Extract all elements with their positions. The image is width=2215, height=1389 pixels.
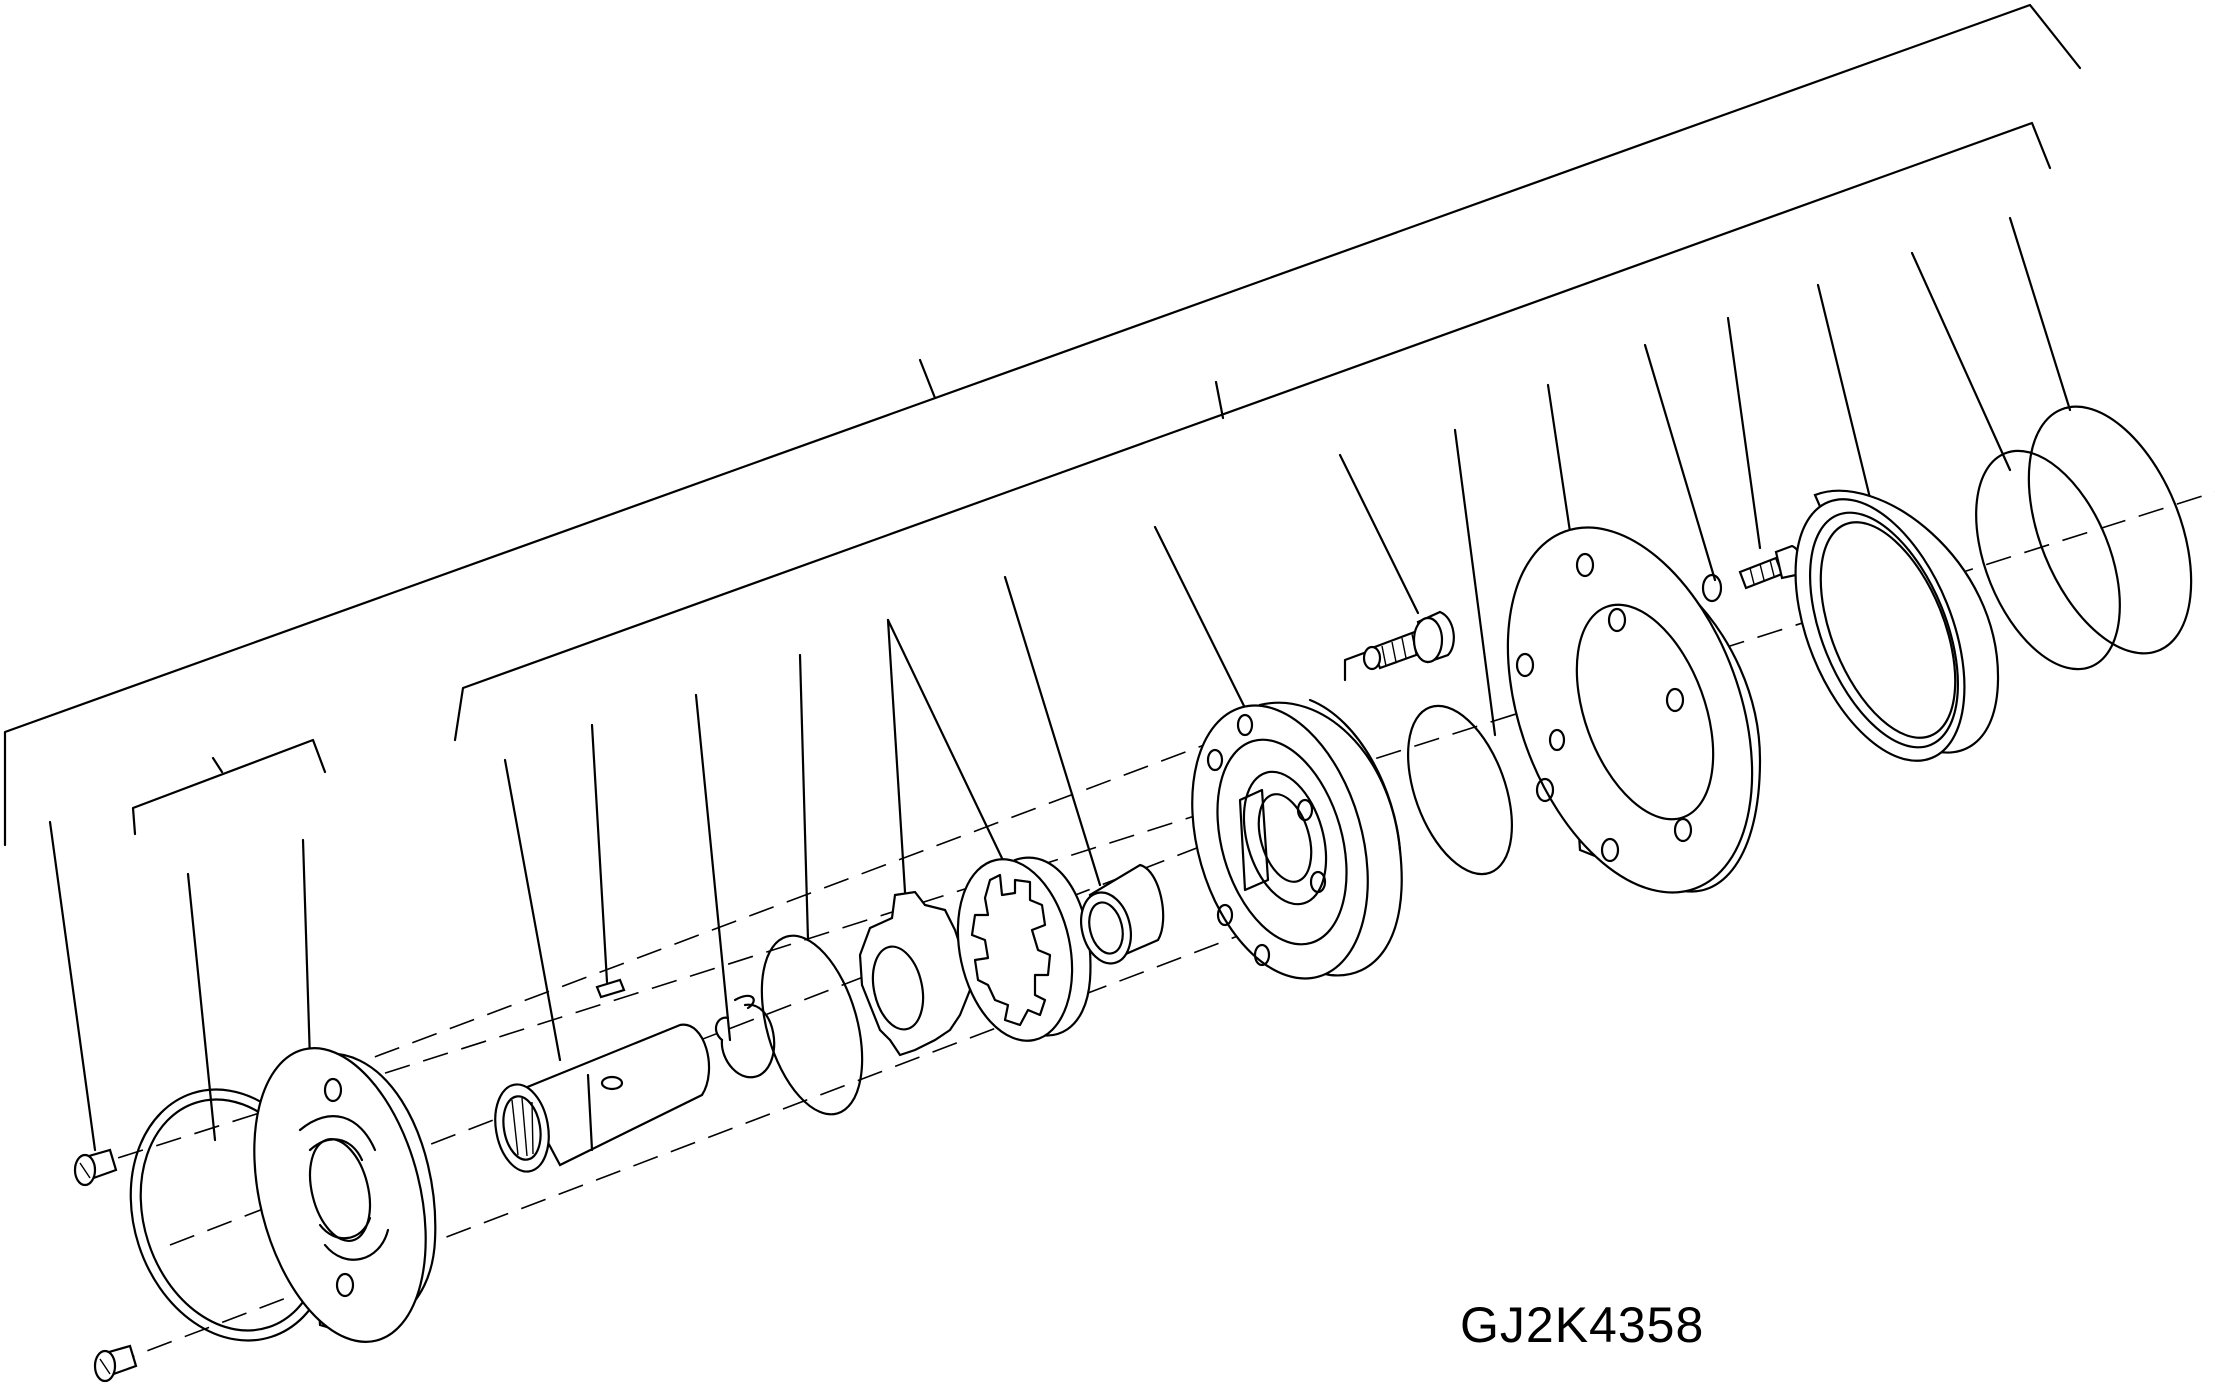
star-gear — [858, 890, 972, 1057]
ring-gear — [956, 856, 1092, 1042]
flat-gasket — [760, 934, 864, 1116]
seal-retainer-ring — [1794, 489, 2000, 762]
countersunk-screw-lower — [93, 1344, 138, 1383]
socket-head-bolt-middle — [1362, 610, 1455, 671]
mounting-flange — [1506, 526, 1762, 894]
drawing-code-label: GJ2K4358 — [1460, 1297, 1705, 1353]
bushing-sleeve — [1080, 863, 1165, 965]
socket-head-bolt-right — [1738, 544, 1802, 590]
assembly-bracket-inner — [453, 121, 2052, 742]
thin-gasket-right-2 — [2027, 405, 2193, 655]
thin-gasket-middle — [1406, 704, 1514, 876]
leader-lines — [48, 216, 2072, 1152]
valve-housing — [1191, 698, 1403, 980]
washer-small — [1701, 573, 1723, 603]
assembly-bracket-outer — [3, 3, 2082, 847]
countersunk-screw-upper — [73, 1148, 118, 1187]
drive-shaft — [494, 1023, 711, 1173]
shaft-key — [595, 978, 626, 999]
snap-ring — [714, 994, 776, 1079]
assembly-bracket-small — [131, 738, 327, 836]
thin-gasket-right-1 — [1975, 449, 2121, 671]
end-cover-plate — [253, 1047, 437, 1343]
